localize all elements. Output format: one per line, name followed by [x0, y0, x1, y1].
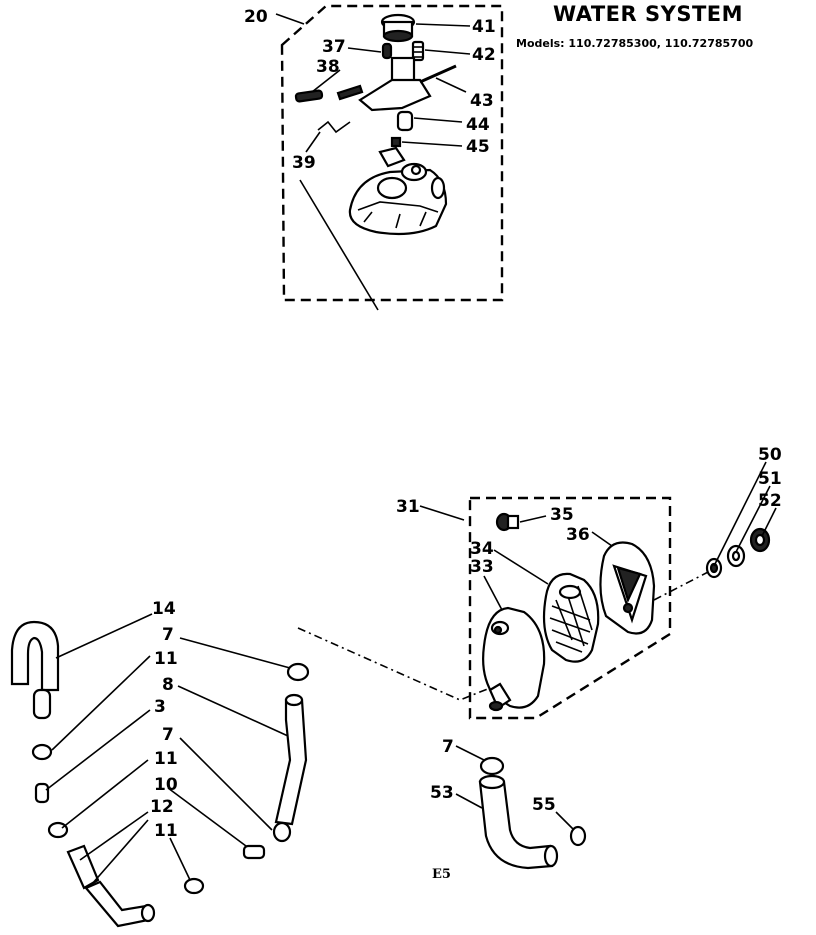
callout-37: 37	[322, 37, 346, 57]
clamp-7b-part	[272, 821, 292, 843]
callout-10: 10	[154, 775, 178, 795]
models-line: Models: 110.72785300, 110.72785700	[516, 37, 754, 50]
callout-43: 43	[470, 91, 494, 111]
filter-assembly: 31 35 36 34 33 50 51 52	[396, 445, 782, 720]
pin-part	[294, 89, 324, 103]
callout-39: 39	[292, 153, 316, 173]
callout-45: 45	[466, 137, 490, 157]
callout-53: 53	[430, 783, 454, 803]
drain-hose-assembly: 7 53 55 E5	[430, 737, 587, 882]
clamp-7c-part	[479, 756, 505, 776]
hose-8-part	[274, 698, 308, 826]
filter-cover-part	[599, 541, 656, 635]
seal-part	[396, 110, 414, 132]
clamp-7a-part	[286, 662, 310, 682]
inlet-connector-line	[297, 627, 491, 701]
callout-7a: 7	[162, 625, 174, 645]
callout-14: 14	[152, 599, 176, 619]
upper-leader-out	[299, 179, 379, 311]
callout-52: 52	[758, 491, 782, 511]
filter-screen-part	[542, 572, 600, 663]
callout-41: 41	[472, 17, 496, 37]
diagram-code: E5	[432, 867, 451, 882]
upper-assembly-boundary	[280, 4, 504, 302]
nut-part	[390, 136, 402, 148]
callout-11a: 11	[154, 649, 178, 669]
callout-7b: 7	[162, 725, 174, 745]
pulley-part	[380, 13, 416, 43]
rod-part	[419, 64, 457, 84]
callout-34: 34	[470, 539, 494, 559]
callout-50: 50	[758, 445, 782, 465]
callout-36: 36	[566, 525, 590, 545]
filter-housing-part	[482, 606, 546, 712]
upper-assembly: 20 41 37 42 38 43 44 39 45	[244, 4, 504, 311]
inlet-hose-assembly: 14 7 11 8 3 7 11 10 12 11	[10, 599, 491, 928]
callout-38: 38	[316, 57, 340, 77]
callout-31: 31	[396, 497, 420, 517]
callout-8: 8	[162, 675, 174, 695]
callout-7c: 7	[442, 737, 454, 757]
callout-11b: 11	[154, 749, 178, 769]
clip-wire-part	[317, 120, 351, 134]
callout-3: 3	[154, 697, 166, 717]
hook-hose-part	[10, 620, 60, 692]
callout-51: 51	[758, 469, 782, 489]
valve-body-part	[336, 56, 432, 112]
connector-part	[242, 844, 266, 860]
pump-housing-part	[348, 146, 448, 236]
callout-11c: 11	[154, 821, 178, 841]
fitting-part	[34, 782, 50, 804]
hose-elbow-part	[84, 880, 150, 928]
callout-44: 44	[466, 115, 490, 135]
callout-55: 55	[532, 795, 556, 815]
callout-33: 33	[470, 557, 494, 577]
clamp-11c-part	[183, 877, 205, 895]
callout-35: 35	[550, 505, 574, 525]
clamp-11b-part	[47, 821, 69, 839]
clip-part	[381, 42, 393, 60]
callout-12: 12	[150, 797, 174, 817]
callout-42: 42	[472, 45, 496, 65]
clamp-11a-part	[31, 743, 53, 761]
filter-assembly-boundary	[468, 496, 672, 720]
callout-20: 20	[244, 7, 268, 27]
filter-washer-connector	[653, 569, 713, 601]
clamp-55-part	[569, 825, 587, 847]
hose-12-part	[66, 844, 100, 890]
page-title: WATER SYSTEM	[553, 2, 744, 26]
screw-part	[495, 512, 520, 532]
